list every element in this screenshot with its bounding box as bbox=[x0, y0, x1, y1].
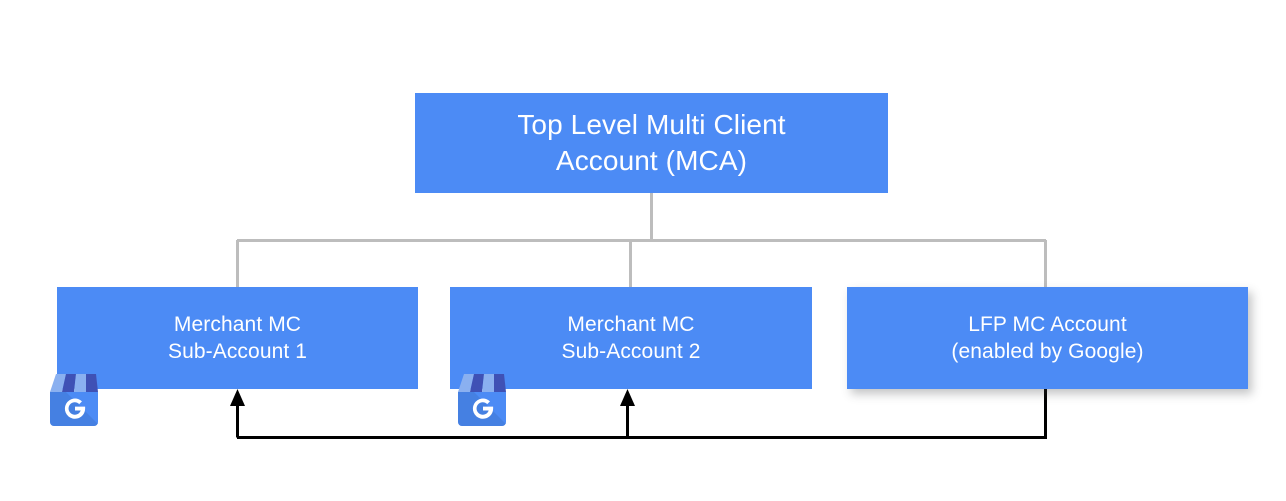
arrowhead-sub2-icon bbox=[620, 389, 635, 406]
node-lfp-mc-account-label: LFP MC Account (enabled by Google) bbox=[951, 312, 1144, 363]
node-top-level-mca[interactable]: Top Level Multi Client Account (MCA) bbox=[415, 93, 888, 193]
node-lfp-mc-account[interactable]: LFP MC Account (enabled by Google) bbox=[847, 287, 1248, 389]
google-my-business-icon bbox=[458, 374, 506, 426]
node-merchant-sub-account-1[interactable]: Merchant MC Sub-Account 1 bbox=[57, 287, 418, 389]
node-merchant-sub-account-2-label: Merchant MC Sub-Account 2 bbox=[561, 312, 701, 363]
google-my-business-icon bbox=[50, 374, 98, 426]
arrowhead-sub1-icon bbox=[230, 389, 245, 406]
node-merchant-sub-account-2[interactable]: Merchant MC Sub-Account 2 bbox=[450, 287, 812, 389]
node-merchant-sub-account-1-label: Merchant MC Sub-Account 1 bbox=[167, 312, 308, 363]
node-top-level-mca-label: Top Level Multi Client Account (MCA) bbox=[517, 108, 786, 176]
